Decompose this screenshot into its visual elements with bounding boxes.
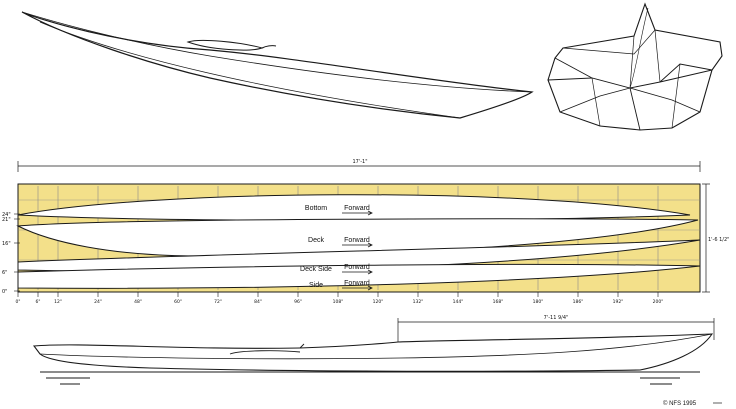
- bottom-tick-label: 12": [54, 299, 62, 305]
- forward-label-deck: Forward: [344, 237, 370, 244]
- left-tick-label: 16": [2, 241, 11, 247]
- label-deck: Deck: [308, 237, 324, 244]
- bottom-tick-label: 144": [453, 299, 464, 305]
- forward-label-bottom: Forward: [344, 205, 370, 212]
- forward-arrow-icon: [342, 269, 373, 275]
- bottom-tick-label: 186": [573, 299, 584, 305]
- bottom-tick-label: 120": [373, 299, 384, 305]
- left-tick-label: 21": [2, 217, 11, 223]
- bottom-tick-label: 192": [613, 299, 624, 305]
- left-tick-label: 24": [2, 212, 11, 218]
- deck-panel: [16, 218, 699, 257]
- side-panel: [17, 263, 701, 289]
- bottom-tick-label: 132": [413, 299, 424, 305]
- left-height-scale: 24"21" 16" 6" 0": [2, 212, 20, 295]
- kayak-end-view: [547, 2, 723, 131]
- kayak-side-profile: 7'-11 9/4" © NFS 1995: [32, 315, 722, 407]
- bottom-tick-label: 200": [653, 299, 664, 305]
- forward-arrow-icon: [342, 285, 373, 291]
- left-tick-label: 0": [2, 289, 7, 295]
- bottom-tick-label: 24": [94, 299, 102, 305]
- left-tick-label: 6": [2, 270, 7, 276]
- label-side: Side: [309, 282, 323, 289]
- bottom-tick-label: 6": [36, 299, 41, 305]
- bottom-tick-label: 108": [333, 299, 344, 305]
- forward-arrow-icon: [342, 210, 373, 216]
- bottom-tick-label: 84": [254, 299, 262, 305]
- bottom-tick-label: 180": [533, 299, 544, 305]
- bottom-tick-label: 0": [16, 299, 21, 305]
- label-deck-side: Deck Side: [300, 266, 332, 273]
- bottom-tick-label: 60": [174, 299, 182, 305]
- bottom-tick-label: 168": [493, 299, 504, 305]
- kayak-perspective-view: [21, 11, 534, 119]
- bottom-tick-label: 48": [134, 299, 142, 305]
- forward-arrow-icon: [342, 242, 373, 248]
- copyright-label: © NFS 1995: [663, 400, 697, 407]
- bottom-length-scale: 0" 6" 12" 24" 48" 60" 72" 84" 96" 108" 120" 132" 144…: [16, 292, 664, 305]
- overall-length-label: 17'-1": [352, 159, 367, 165]
- forward-label-side: Forward: [344, 280, 370, 287]
- bottom-tick-label: 96": [294, 299, 302, 305]
- station-length-label: 7'-11 9/4": [544, 315, 569, 321]
- overall-height-label: 1'-6 1/2": [708, 237, 729, 243]
- label-bottom: Bottom: [305, 205, 327, 212]
- forward-label-deck-side: Forward: [344, 264, 370, 271]
- panel-layout-diagram: 17'-1" Bottom Deck Deck Side Side Forwar…: [2, 159, 729, 305]
- bottom-panel: [17, 194, 691, 221]
- bottom-tick-label: 72": [214, 299, 222, 305]
